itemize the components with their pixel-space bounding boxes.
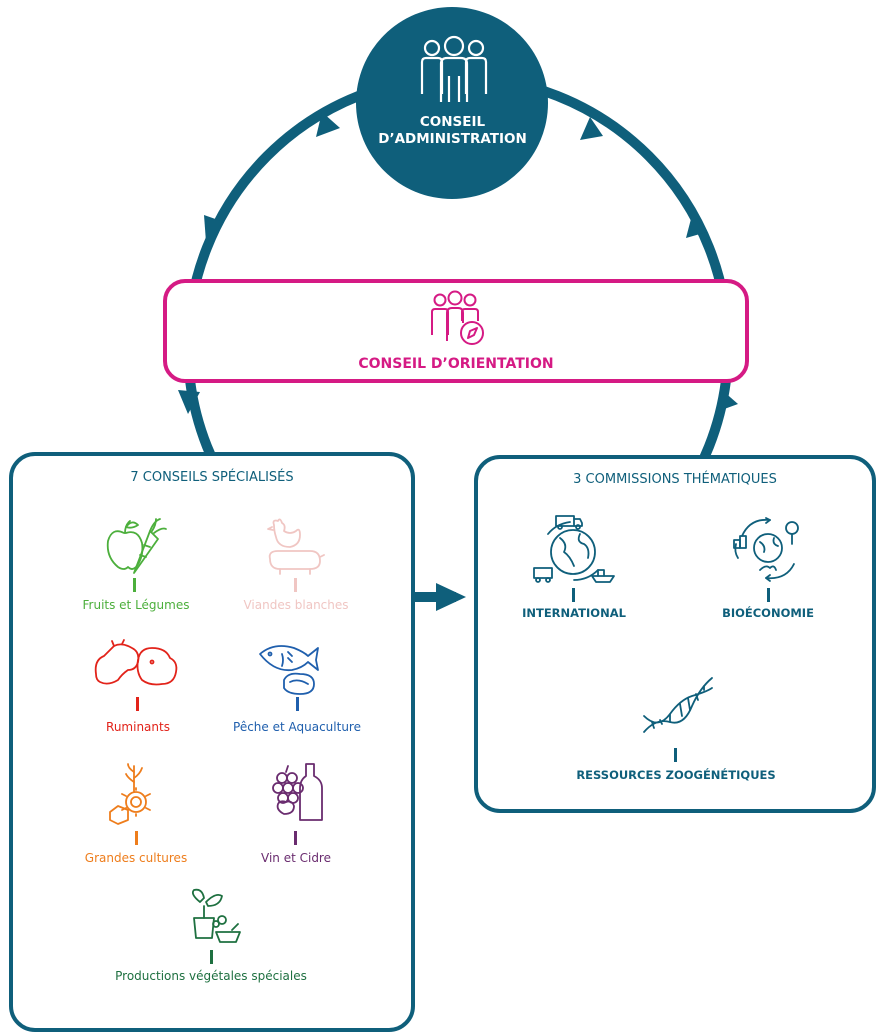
globe-transport-icon xyxy=(533,515,615,583)
chicken-pig-icon xyxy=(267,518,325,575)
conseil-administration-line1: CONSEIL xyxy=(419,114,486,130)
productions-vegetales-bar xyxy=(210,950,213,964)
bioeconomie-bar xyxy=(767,588,770,602)
ring-arrow-left xyxy=(204,215,224,242)
peche-aquaculture-bar xyxy=(296,697,299,711)
international-bar xyxy=(572,588,575,602)
ring-arrow-bottom-left xyxy=(178,390,200,414)
bioeconomie-label: BIOÉCONOMIE xyxy=(722,606,814,620)
vin-cidre-label: Vin et Cidre xyxy=(261,851,331,865)
productions-vegetales-label: Productions végétales spéciales xyxy=(115,969,307,983)
ring-arrow-bottom-right xyxy=(716,390,738,412)
grandes-cultures-bar xyxy=(135,831,138,845)
cow-sheep-icon xyxy=(94,639,178,686)
peche-aquaculture-label: Pêche et Aquaculture xyxy=(233,720,361,734)
conseil-orientation-box xyxy=(163,279,749,383)
conseil-administration-circle xyxy=(356,7,548,199)
dna-icon xyxy=(643,677,713,733)
people-group-icon xyxy=(420,35,488,102)
ressources-zoogenetiques-label: RESSOURCES ZOOGÉNÉTIQUES xyxy=(576,768,776,782)
grapes-bottle-icon xyxy=(272,763,323,821)
apple-carrot-icon xyxy=(106,518,167,574)
fish-oyster-icon xyxy=(259,645,319,695)
ring-arrow-top-right xyxy=(580,117,603,140)
conseils-specialises-title: 7 CONSEILS SPÉCIALISÉS xyxy=(130,470,294,485)
conseil-administration-title: CONSEIL D’ADMINISTRATION xyxy=(355,114,550,148)
fruits-legumes-bar xyxy=(133,578,136,592)
conseil-orientation-title: CONSEIL D’ORIENTATION xyxy=(358,356,554,372)
conseil-administration-line2: D’ADMINISTRATION xyxy=(378,131,527,147)
plant-pot-icon xyxy=(191,888,241,943)
viandes-blanches-bar xyxy=(294,578,297,592)
viandes-blanches-label: Viandes blanches xyxy=(243,598,349,612)
ressources-zoogenetiques-bar xyxy=(674,748,677,762)
ruminants-bar xyxy=(136,697,139,711)
ring-arrow-right xyxy=(686,215,707,238)
people-compass-icon xyxy=(431,290,484,345)
grandes-cultures-label: Grandes cultures xyxy=(84,851,188,865)
ruminants-label: Ruminants xyxy=(106,720,170,734)
ring-arrow-top-left xyxy=(316,112,340,137)
connector-arrow xyxy=(436,583,466,611)
commissions-thematiques-title: 3 COMMISSIONS THÉMATIQUES xyxy=(573,472,777,487)
vin-cidre-bar xyxy=(294,831,297,845)
globe-cycle-icon xyxy=(733,517,799,582)
wheat-sunflower-icon xyxy=(109,763,151,825)
fruits-legumes-label: Fruits et Légumes xyxy=(82,598,190,612)
panel-connector xyxy=(410,592,456,602)
international-label: INTERNATIONAL xyxy=(522,606,626,620)
